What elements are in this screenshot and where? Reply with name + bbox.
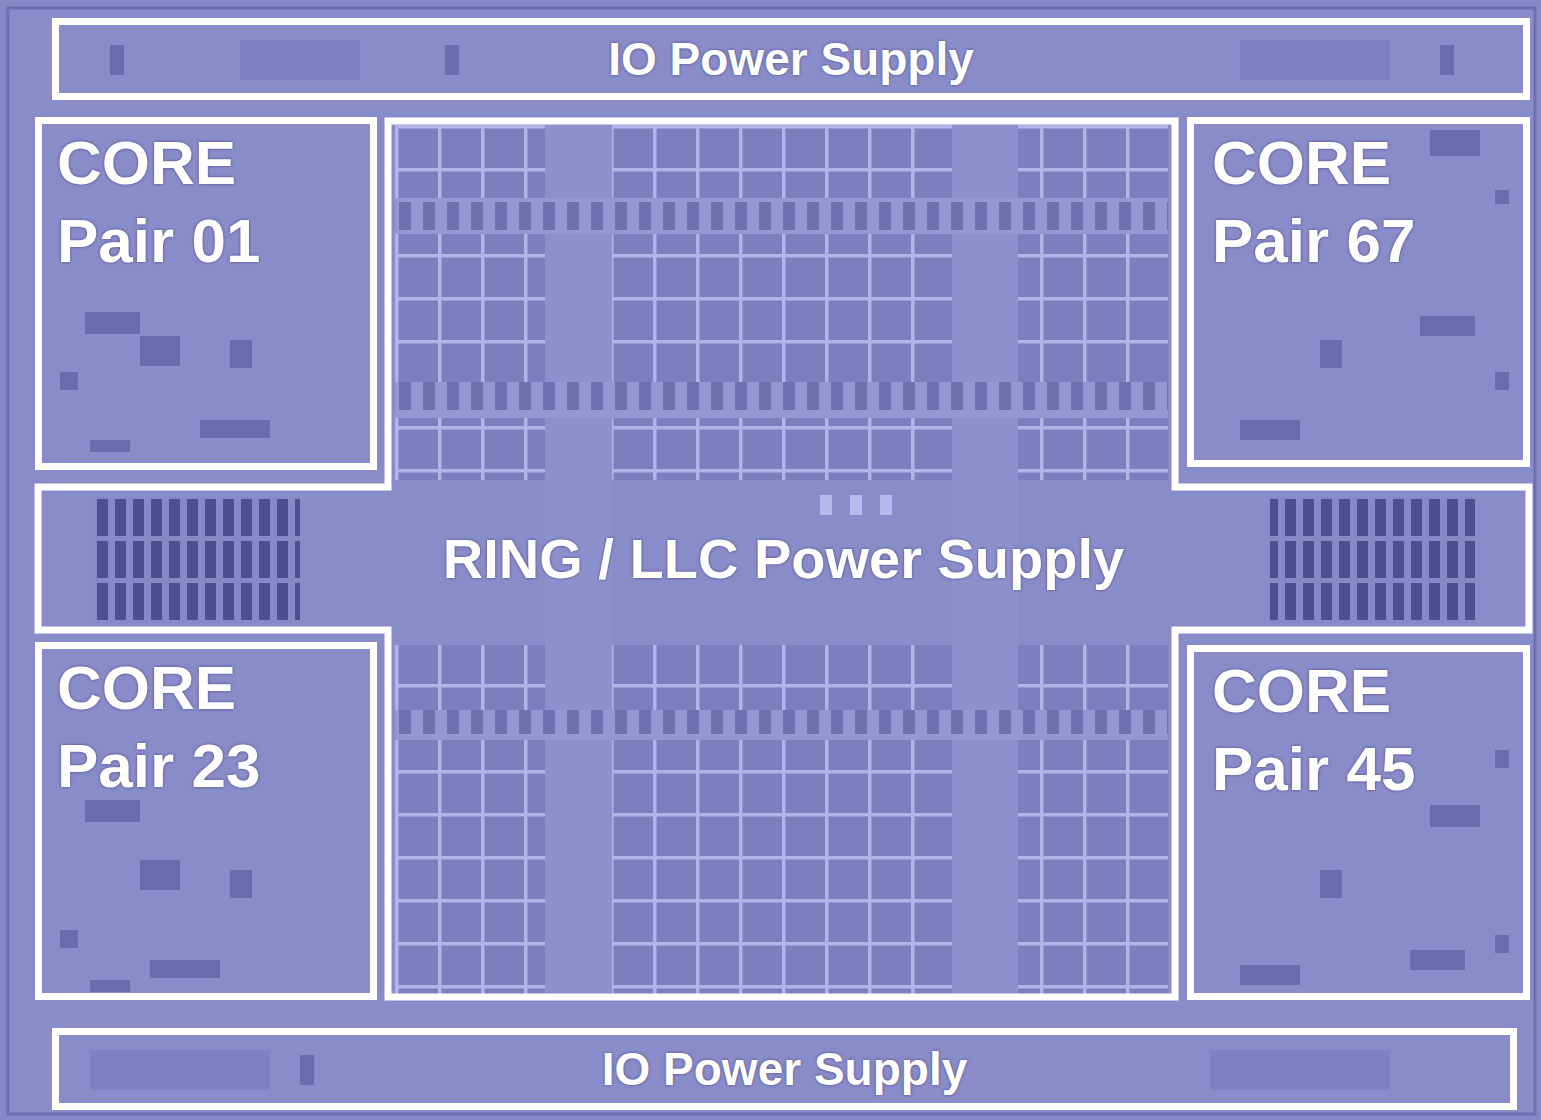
supply-label: RING / LLC Power Supply bbox=[443, 527, 1124, 591]
io-supply-band: IO Power Supply bbox=[52, 1028, 1517, 1110]
supply-label: IO Power Supply bbox=[608, 32, 974, 86]
core-pair-region: CORE Pair 67 bbox=[1187, 117, 1530, 467]
core-label: CORE Pair 67 bbox=[1212, 124, 1452, 280]
cache-array bbox=[395, 125, 1168, 995]
ring-bus-blocks bbox=[95, 495, 1475, 623]
core-pair-region: CORE Pair 45 bbox=[1187, 645, 1530, 1000]
core-label: CORE Pair 45 bbox=[1212, 652, 1452, 808]
region-border bbox=[38, 121, 1529, 997]
core-pair-region: CORE Pair 01 bbox=[35, 117, 377, 470]
io-supply-band: IO Power Supply bbox=[52, 18, 1530, 100]
text-holder: RING / LLC Power Supply bbox=[35, 487, 1532, 630]
core-pair-region: CORE Pair 23 bbox=[35, 642, 377, 1000]
io-pads bbox=[90, 40, 1454, 1090]
die-edge bbox=[8, 8, 1535, 1114]
core-label: CORE Pair 01 bbox=[57, 124, 297, 280]
supply-label: IO Power Supply bbox=[602, 1042, 968, 1096]
ring-llc-region: RING / LLC Power Supply bbox=[35, 118, 1532, 1000]
core-label: CORE Pair 23 bbox=[57, 649, 297, 805]
